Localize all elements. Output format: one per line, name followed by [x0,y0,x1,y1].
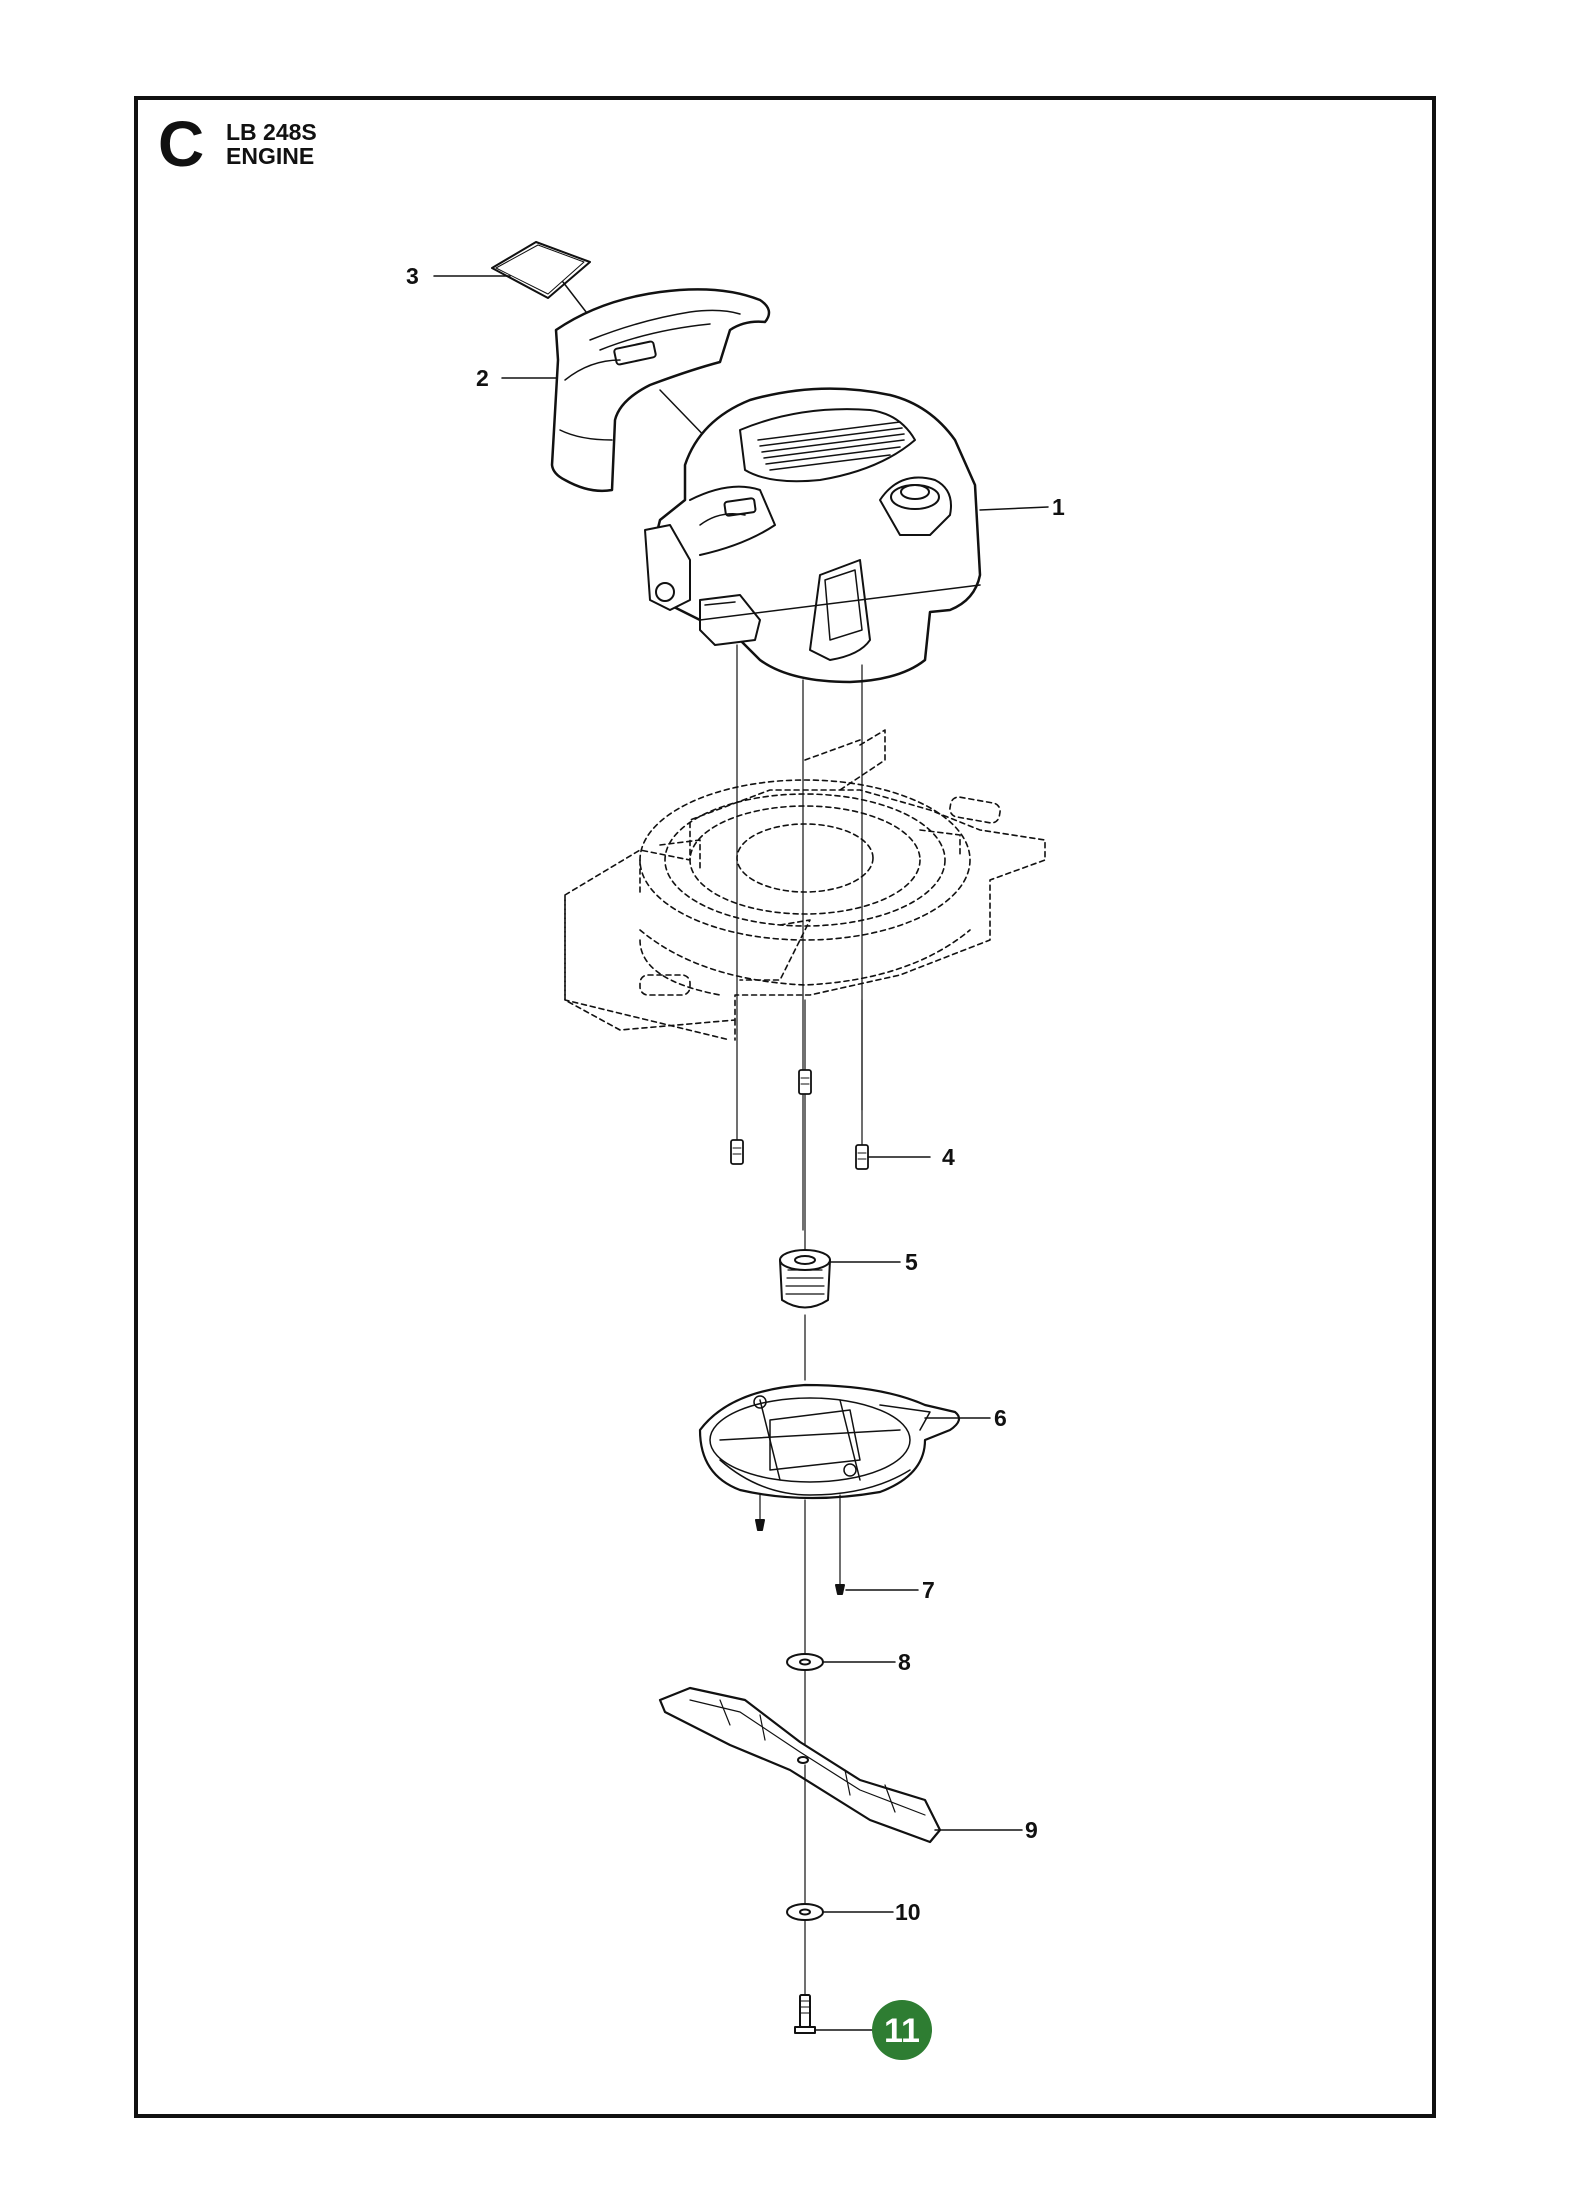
part-10-washer [786,1903,824,1921]
callout-9: 9 [1025,1817,1038,1843]
part-8-washer [786,1653,824,1671]
callout-4: 4 [942,1144,955,1170]
part-7-screw [835,1494,845,1595]
part-9-blade [658,1686,942,1844]
part-3-decal [491,241,591,299]
callout-8: 8 [898,1649,911,1675]
callout-1: 1 [1052,494,1065,520]
mower-deck [564,729,1046,1041]
callout-5: 5 [905,1249,918,1275]
callout-2: 2 [476,365,489,391]
part-2-cover [550,288,771,493]
callout-7: 7 [922,1577,935,1603]
callout-6: 6 [994,1405,1007,1431]
callout-11: 11 [884,2012,920,2050]
part-5-adapter [779,1249,831,1309]
page-title: ENGINE [226,143,315,169]
callout-11-badge: 11 [872,2000,932,2060]
callout-10: 10 [895,1899,921,1925]
callout-3: 3 [406,263,419,289]
page-frame [134,96,1436,2118]
model-name: LB 248S [226,119,317,145]
page-header: LB 248S ENGINE [226,120,317,168]
part-1-engine [644,387,982,684]
section-letter: C [158,108,205,180]
part-11-blade-bolt [794,1994,816,2034]
part-6-fan-disc [698,1383,961,1531]
part-4-screws [730,999,869,1170]
